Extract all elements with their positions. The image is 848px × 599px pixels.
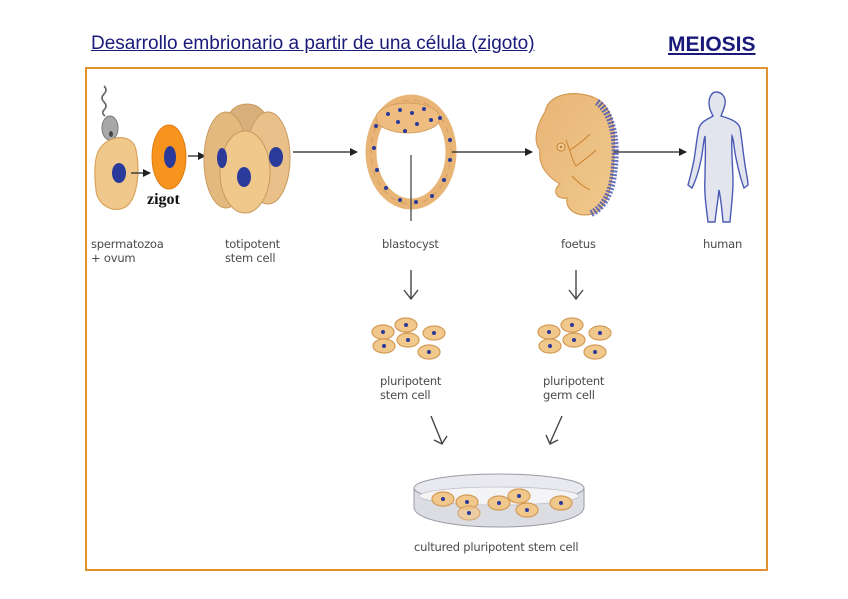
pluripotent-germ-label-line2: germ cell [543, 388, 595, 402]
zygote-label: zigot [147, 191, 180, 208]
pluripotent-germ-cells-icon [537, 317, 612, 360]
pluripotent-stem-label-line1: pluripotent [380, 374, 442, 388]
petri-dish-icon [413, 473, 585, 528]
sperm-icon [101, 85, 119, 141]
foetus-icon [535, 93, 619, 218]
pluripotent-stem-cells-icon [371, 317, 446, 360]
blastocyst-label: blastocyst [382, 237, 439, 251]
totipotent-label-line1: totipotent [225, 237, 280, 251]
arrow-germ-to-culture [545, 415, 563, 445]
totipotent-label-line2: stem cell [225, 251, 276, 265]
arrow-stem-to-culture [430, 415, 448, 445]
gametes-label-line2: + ovum [91, 251, 136, 265]
topic-badge: MEIOSIS [668, 33, 756, 56]
human-silhouette-icon [687, 91, 749, 223]
slide-title: Desarrollo embrionario a partir de una c… [91, 33, 535, 54]
foetus-label: foetus [561, 237, 596, 251]
cultured-cells-label: cultured pluripotent stem cell [414, 540, 579, 554]
totipotent-cell-icon [203, 103, 291, 214]
arrow-to-pluripotent-germ [568, 270, 584, 301]
ovum-icon [94, 137, 139, 211]
arrow-to-pluripotent-stem [403, 270, 419, 301]
pluripotent-germ-label-line1: pluripotent [543, 374, 605, 388]
human-label: human [703, 237, 743, 251]
blastocyst-icon [365, 94, 457, 210]
zygote-icon [151, 124, 187, 190]
gametes-label-line1: spermatozoa [91, 237, 164, 251]
pluripotent-stem-label-line2: stem cell [380, 388, 431, 402]
